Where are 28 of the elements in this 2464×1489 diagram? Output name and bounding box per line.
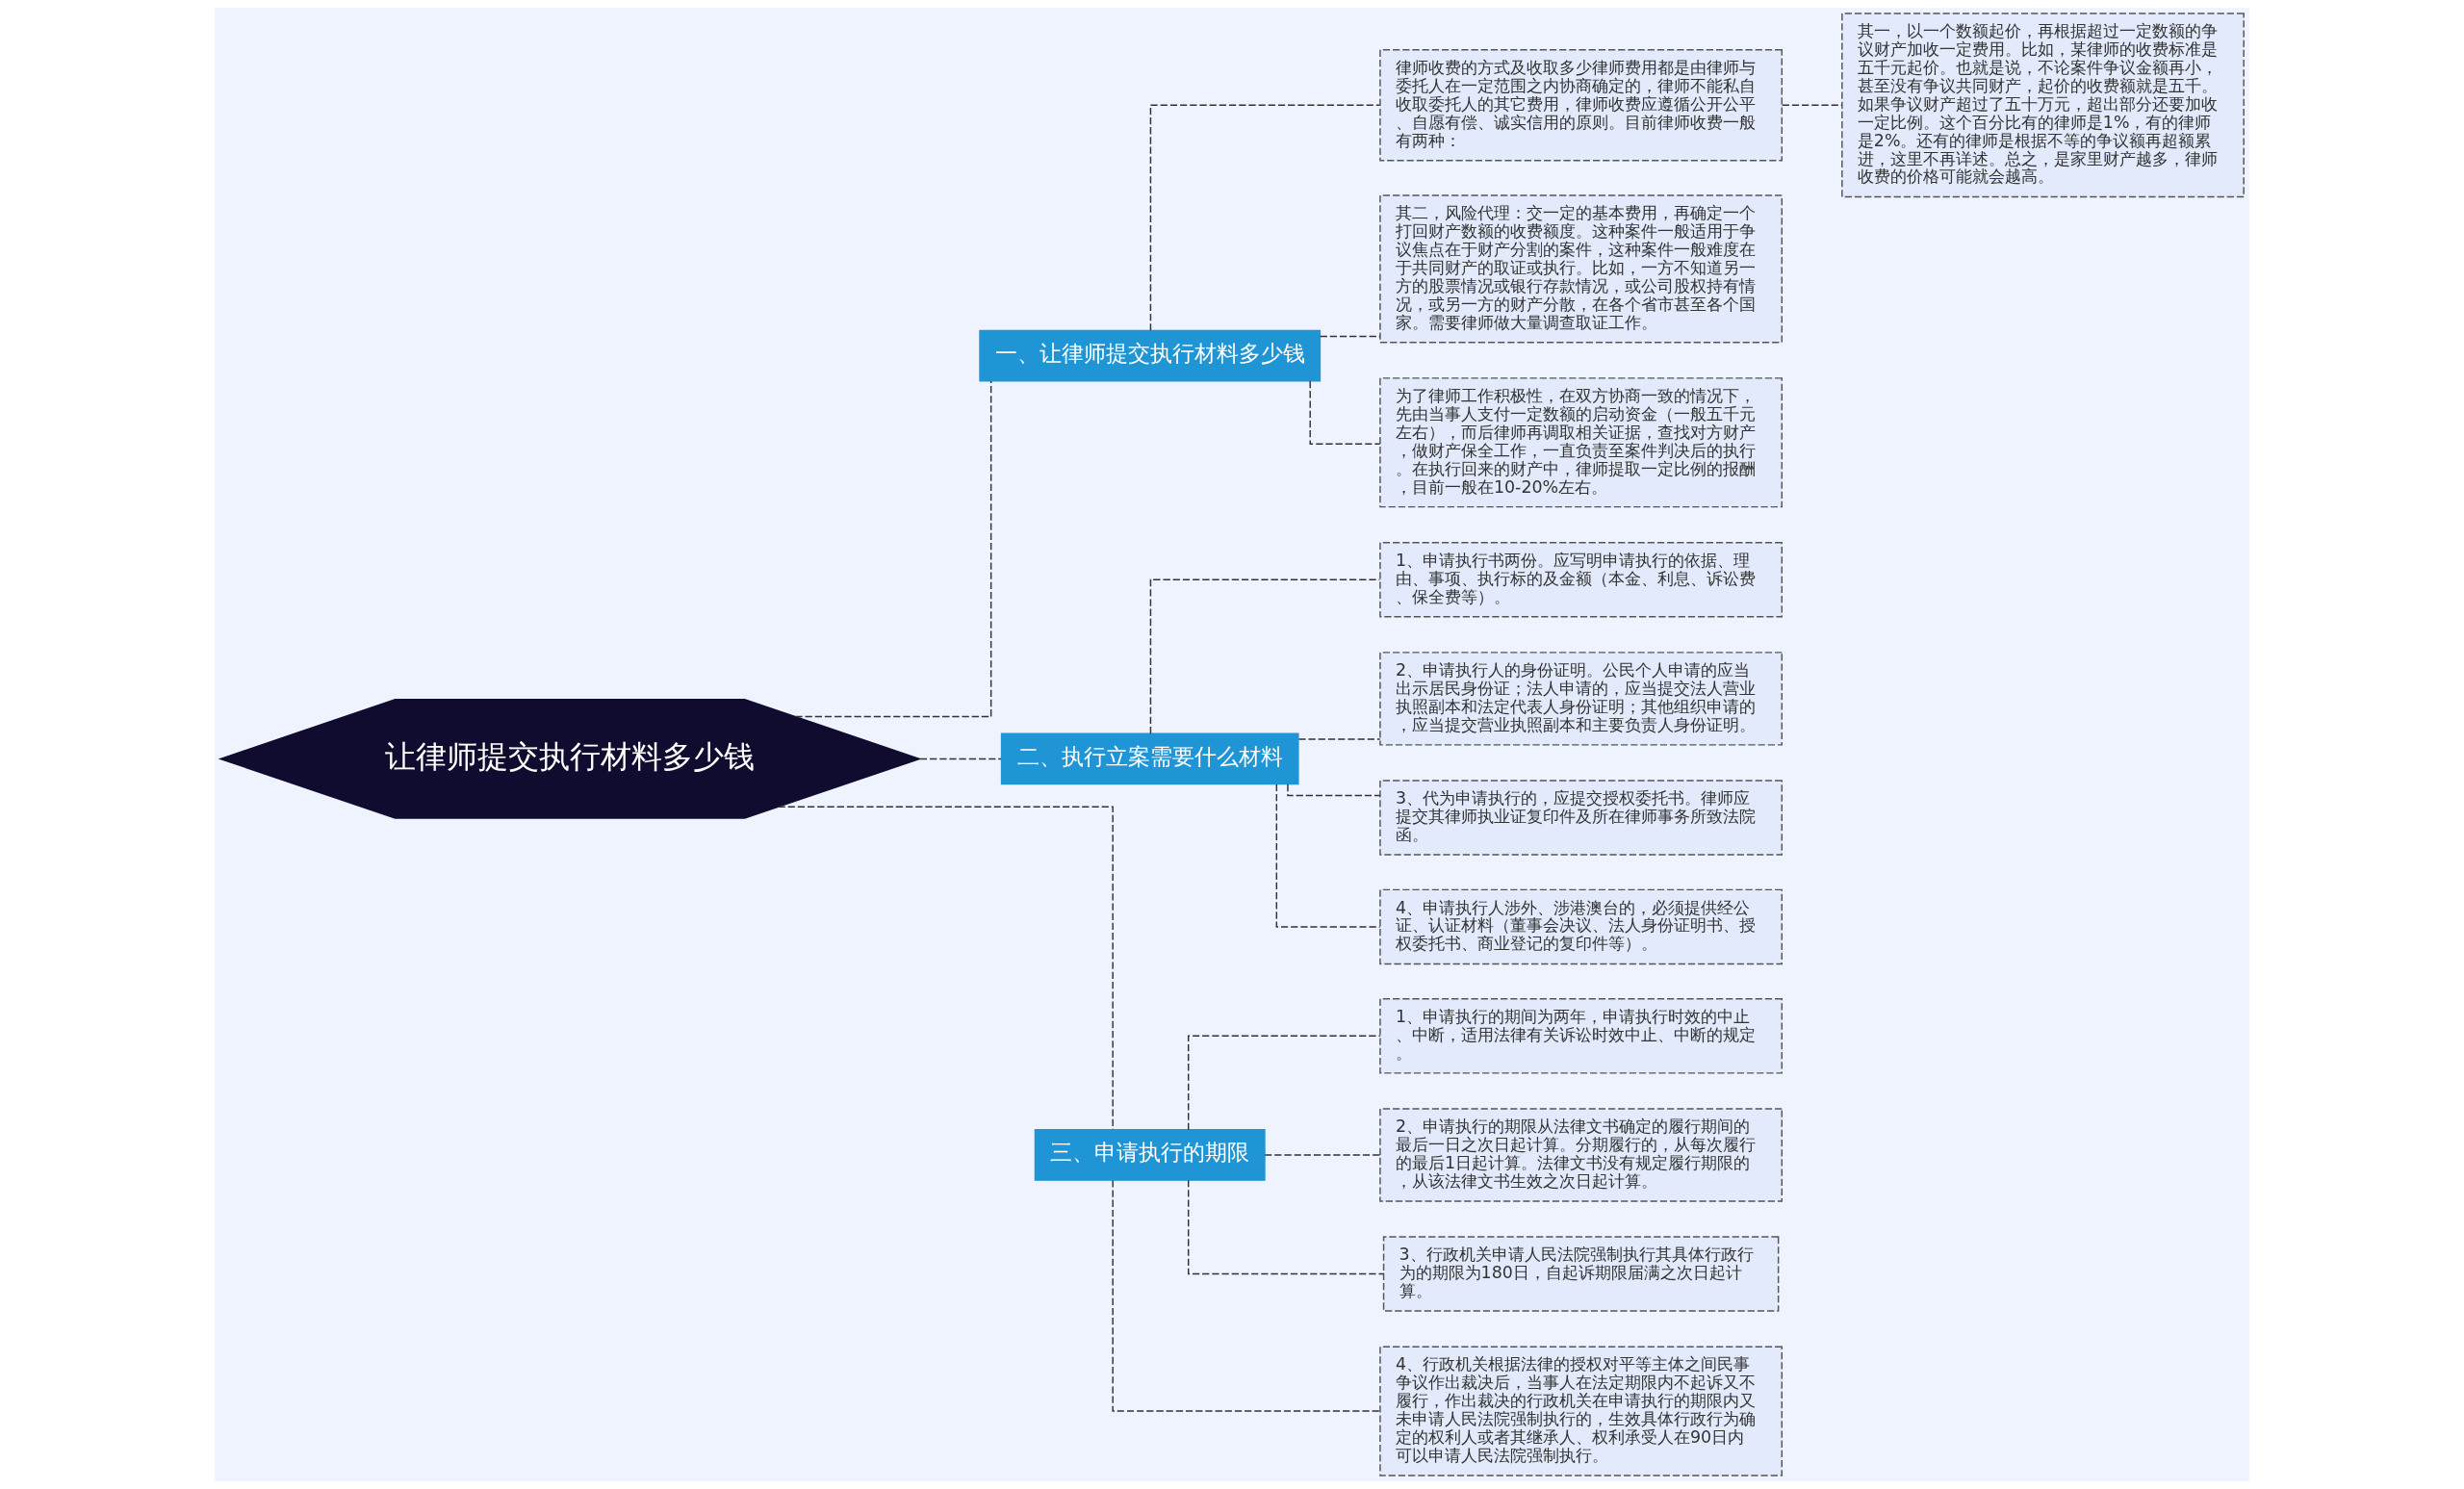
connector [1112, 1179, 1381, 1412]
node-box: 其二，风险代理：交一定的基本费用，再确定一个打回财产数额的收费额度。这种案件一般适用于争议焦点在于财产分割的案件，这种案件一般难度在于共同财产的取证或执行。比如，一方不知道另一方的股票情况或银行存款情况，或公司股权持有情况，或另一方的财产分散，在各个省市甚至各个国家。需要律师做大量调查取证工作。 [1379, 194, 1783, 344]
node-box: 1、申请执行书两份。应写明申请执行的依据、理由、事项、执行标的及金额（本金、利息、诉讼费、保全费等）。 [1379, 542, 1783, 618]
connector [918, 757, 1002, 760]
connector [1187, 1179, 1385, 1275]
node-box: 4、申请执行人涉外、涉港澳台的，必须提供经公证、认证材料（董事会决议、法人身份证明书、授权委托书、商业登记的复印件等）。 [1379, 888, 1783, 965]
node-box: 1、申请执行的期间为两年，申请执行时效的中止、中断，适用法律有关诉讼时效中止、中断的规定。 [1379, 998, 1783, 1074]
connector [1264, 1154, 1381, 1156]
connector [1309, 380, 1381, 445]
node-box: 一、让律师提交执行材料多少钱 [979, 329, 1322, 382]
node-box: 为了律师工作积极性，在双方协商一致的情况下，先由当事人支付一定数额的启动资金（一般五千元左右），而后律师再调取相关证据，查找对方财产，做财产保全工作，一直负责至案件判决后的执行。在执行回来的财产中，律师提取一定比例的报酬，目前一般在10-20%左右。 [1379, 377, 1783, 508]
node-box: 3、行政机关申请人民法院强制执行其具体行政行为的期限为180日，自起诉期限届满之次日起计算。 [1382, 1236, 1780, 1312]
connector [794, 380, 992, 718]
node-box: 2、申请执行人的身份证明。公民个人申请的应当出示居民身份证；法人申请的，应当提交法人营业执照副本和法定代表人身份证明；其他组织申请的，应当提交营业执照副本和主要负责人身份证明。 [1379, 652, 1783, 746]
node-box: 三、申请执行的期限 [1034, 1129, 1266, 1181]
connector [1781, 104, 1843, 106]
connector [1275, 783, 1381, 928]
connector [1149, 104, 1381, 331]
node-box: 4、行政机关根据法律的授权对平等主体之间民事争议作出裁决后，当事人在法定期限内不起诉又不履行，作出裁决的行政机关在申请执行的期限内又未申请人民法院强制执行的，生效具体行政行为确定的权利人或者其继承人、权利承受人在90日内可以申请人民法院强制执行。 [1379, 1346, 1783, 1476]
node-box: 二、执行立案需要什么材料 [1000, 732, 1299, 785]
connector [1187, 1035, 1381, 1131]
node-box: 3、代为申请执行的，应提交授权委托书。律师应提交其律师执业证复印件及所在律师事务所致法院函。 [1379, 780, 1783, 856]
node-box: 其一，以一个数额起价，再根据超过一定数额的争议财产加收一定费用。比如，某律师的收费标准是五千元起价。也就是说，不论案件争议金额再小，甚至没有争议共同财产，起价的收费额就是五千。如果争议财产超过了五十万元，超出部分还要加收一定比例。这个百分比有的律师是1%，有的律师是2%。还有的律师是根据不等的争议额再超额累进，这里不再详述。总之，是家里财产越多，律师收费的价格可能就会越高。 [1841, 13, 2245, 198]
node-box: 2、申请执行的期限从法律文书确定的履行期间的最后一日之次日起计算。分期履行的，从每次履行的最后1日起计算。法律文书没有规定履行期限的，从该法律文书生效之次日起计算。 [1379, 1108, 1783, 1202]
connector [1297, 738, 1381, 740]
connector [1320, 335, 1381, 338]
node-box: 律师收费的方式及收取多少律师费用都是由律师与委托人在一定范围之内协商确定的，律师不能私自收取委托人的其它费用，律师收费应遵循公开公平、自愿有偿、诚实信用的原则。目前律师收费一般有两种： [1379, 49, 1783, 162]
connector [1287, 783, 1381, 797]
